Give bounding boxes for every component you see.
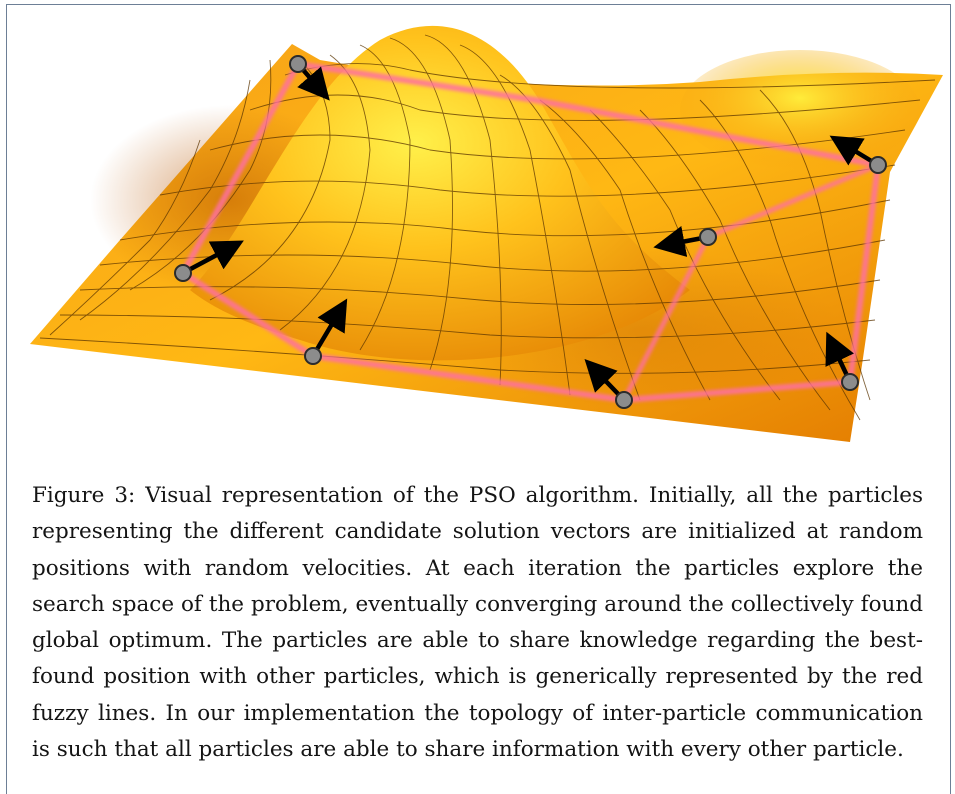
figure-frame <box>6 4 951 794</box>
particles <box>174 55 887 409</box>
particle-icon <box>289 55 307 73</box>
particle-icon <box>699 228 717 246</box>
pso-surface-illustration <box>30 25 943 442</box>
surface-mesh <box>39 34 936 421</box>
particle-icon <box>841 373 859 391</box>
figure-caption: Figure 3: Visual representation of the P… <box>32 483 923 763</box>
particle-icon <box>174 264 192 282</box>
particle-links <box>180 61 881 403</box>
particle-icon <box>304 347 322 365</box>
main-peak <box>190 25 690 361</box>
particle-icon <box>869 156 887 174</box>
particle-icon <box>615 391 633 409</box>
